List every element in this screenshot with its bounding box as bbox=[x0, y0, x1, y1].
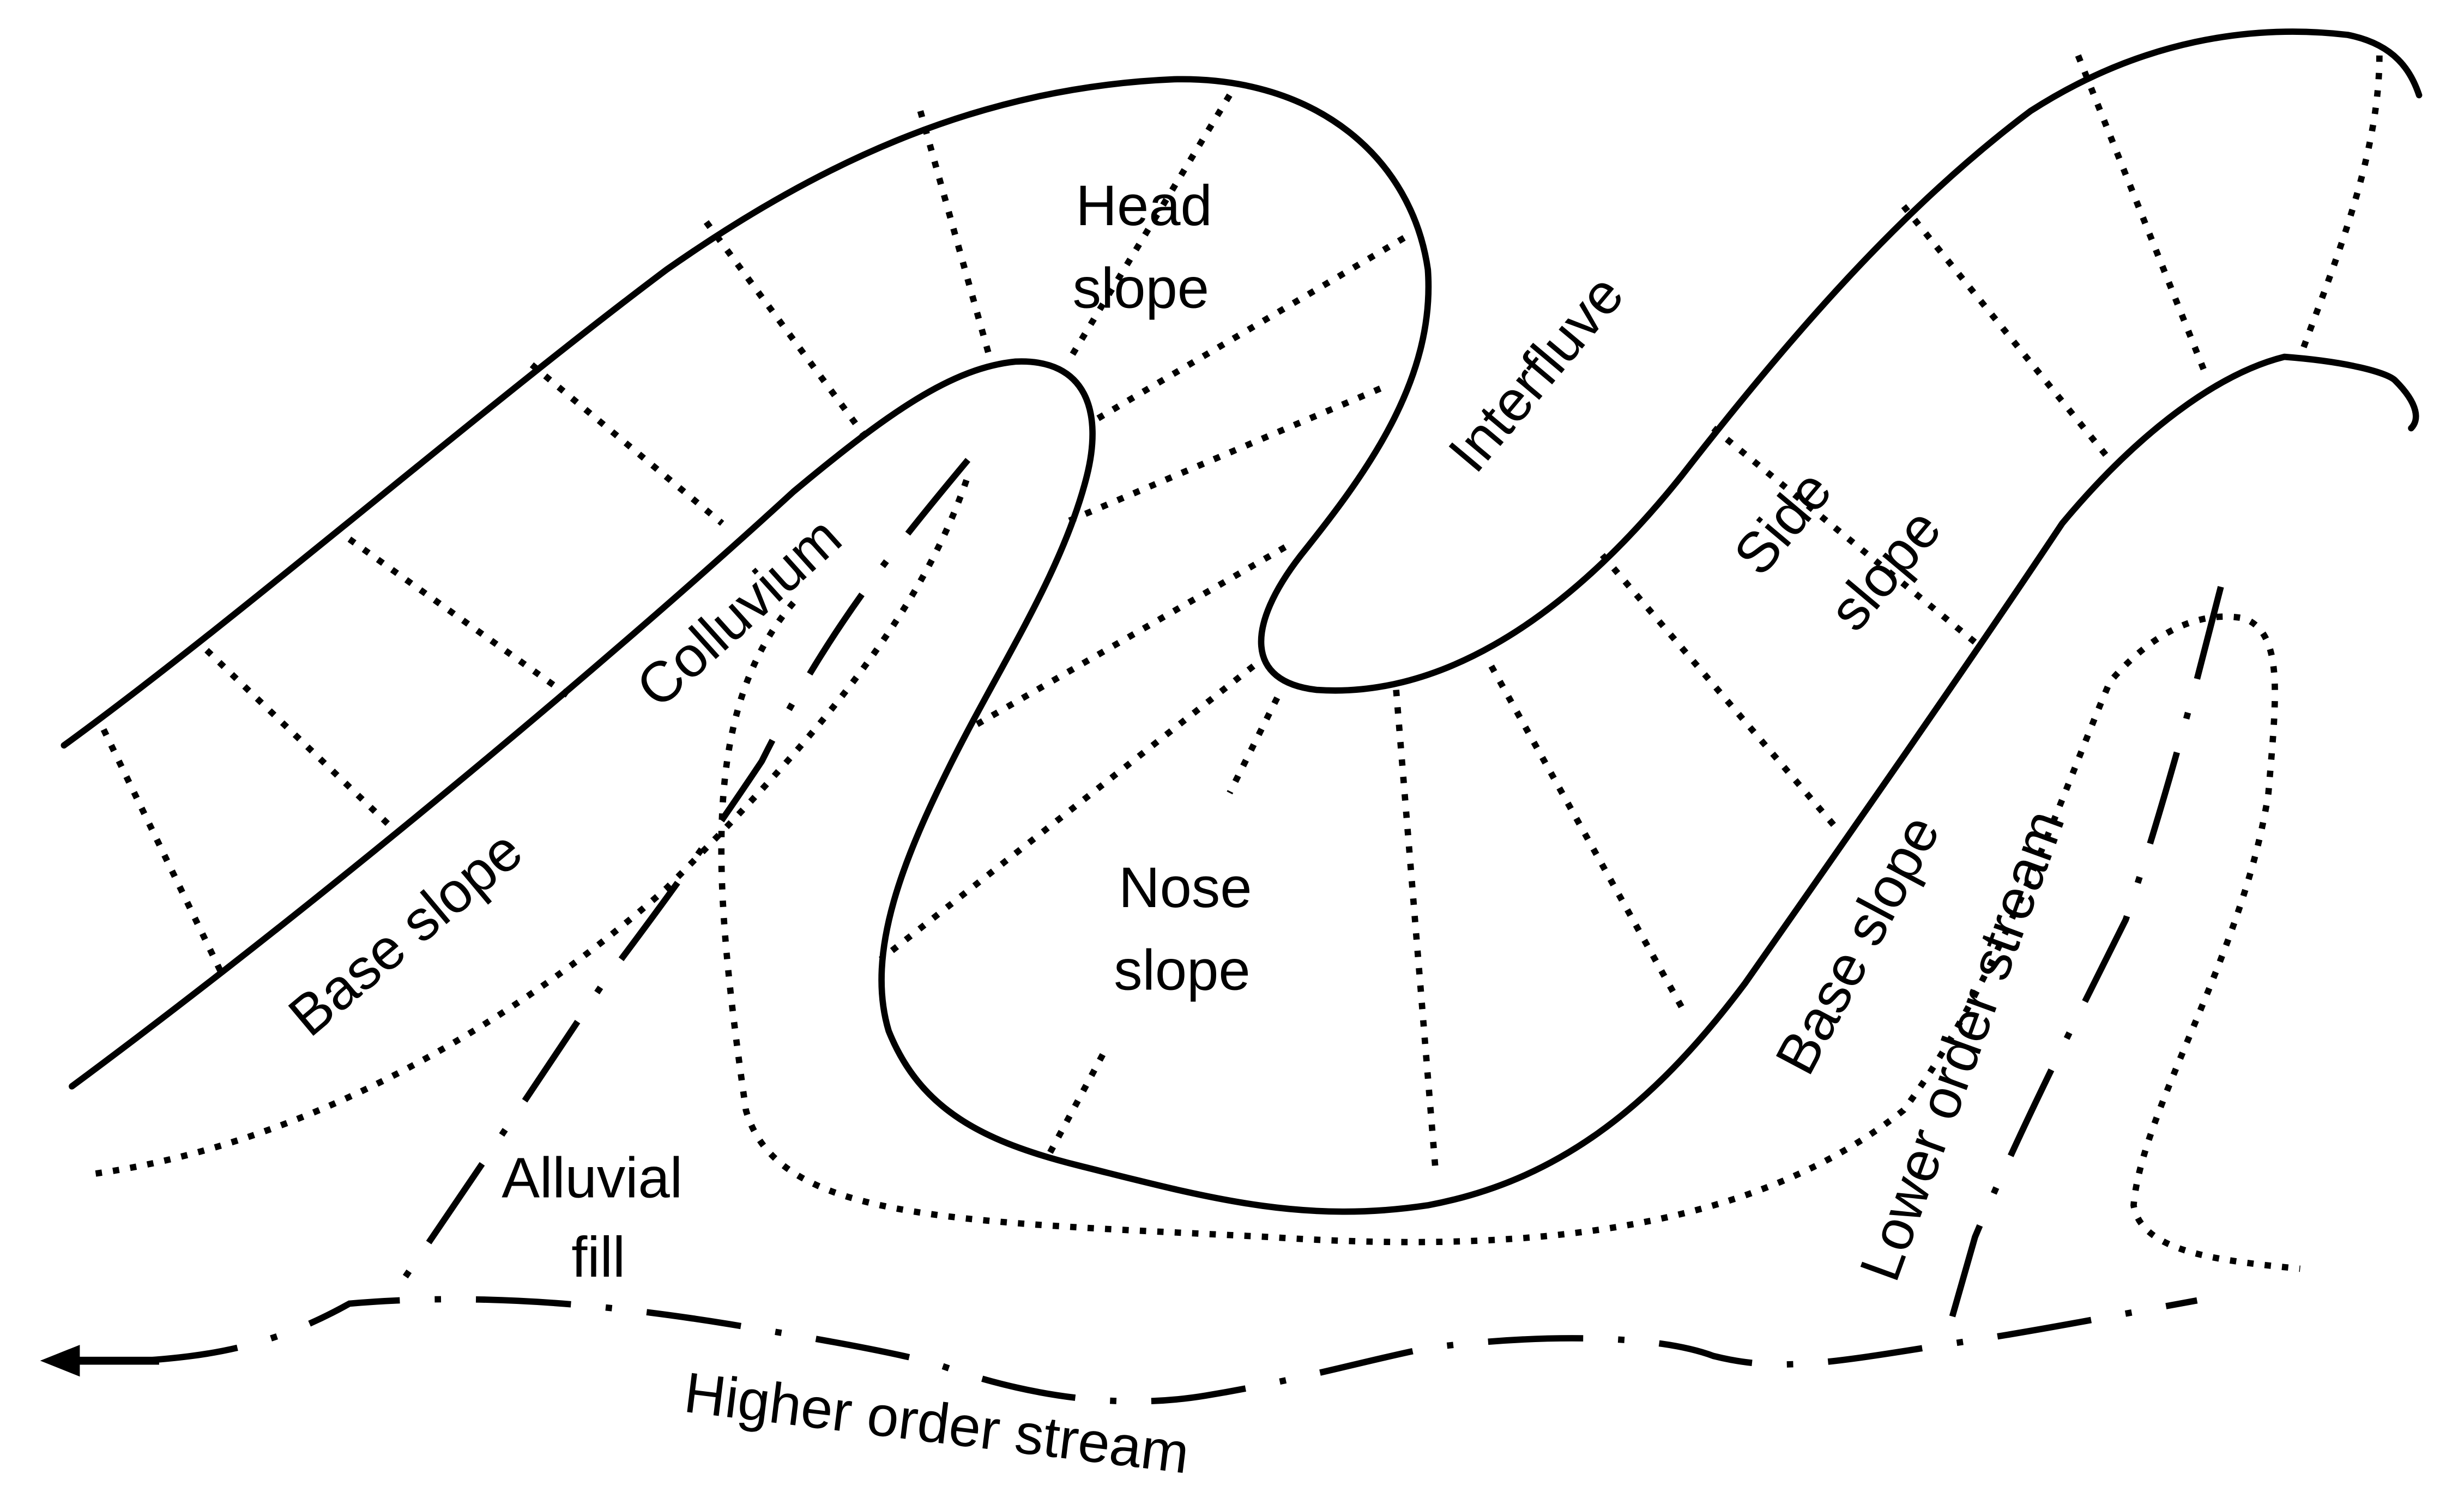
label-head-slope: slope bbox=[1073, 256, 1209, 320]
lower-order-stream-line bbox=[1940, 586, 2224, 1349]
label-interfluve: Interfluve bbox=[1436, 263, 1636, 484]
label-nose-slope: slope bbox=[1114, 938, 1250, 1002]
label-base-slope-right: Base slope bbox=[1764, 805, 1953, 1084]
label-alluvial-fill: fill bbox=[571, 1225, 625, 1289]
upper-ridge-line bbox=[61, 28, 2423, 749]
slope-division-lines bbox=[95, 54, 2383, 1272]
higher-order-stream-line bbox=[143, 1296, 2198, 1405]
alluvial-stream-line bbox=[386, 457, 971, 1302]
label-alluvial-fill: Alluvial bbox=[502, 1146, 683, 1210]
flow-arrow-icon bbox=[40, 1345, 159, 1377]
lower-slope-line bbox=[69, 353, 2419, 1215]
label-nose-slope: Nose bbox=[1119, 856, 1252, 920]
label-base-slope-left: Base slope bbox=[277, 818, 534, 1049]
label-head-slope: Head bbox=[1076, 174, 1212, 238]
label-side-slope: Side bbox=[1722, 458, 1844, 587]
label-side-slope: slope bbox=[1817, 497, 1954, 643]
label-higher-order-stream: Higher order stream bbox=[681, 1361, 1192, 1486]
